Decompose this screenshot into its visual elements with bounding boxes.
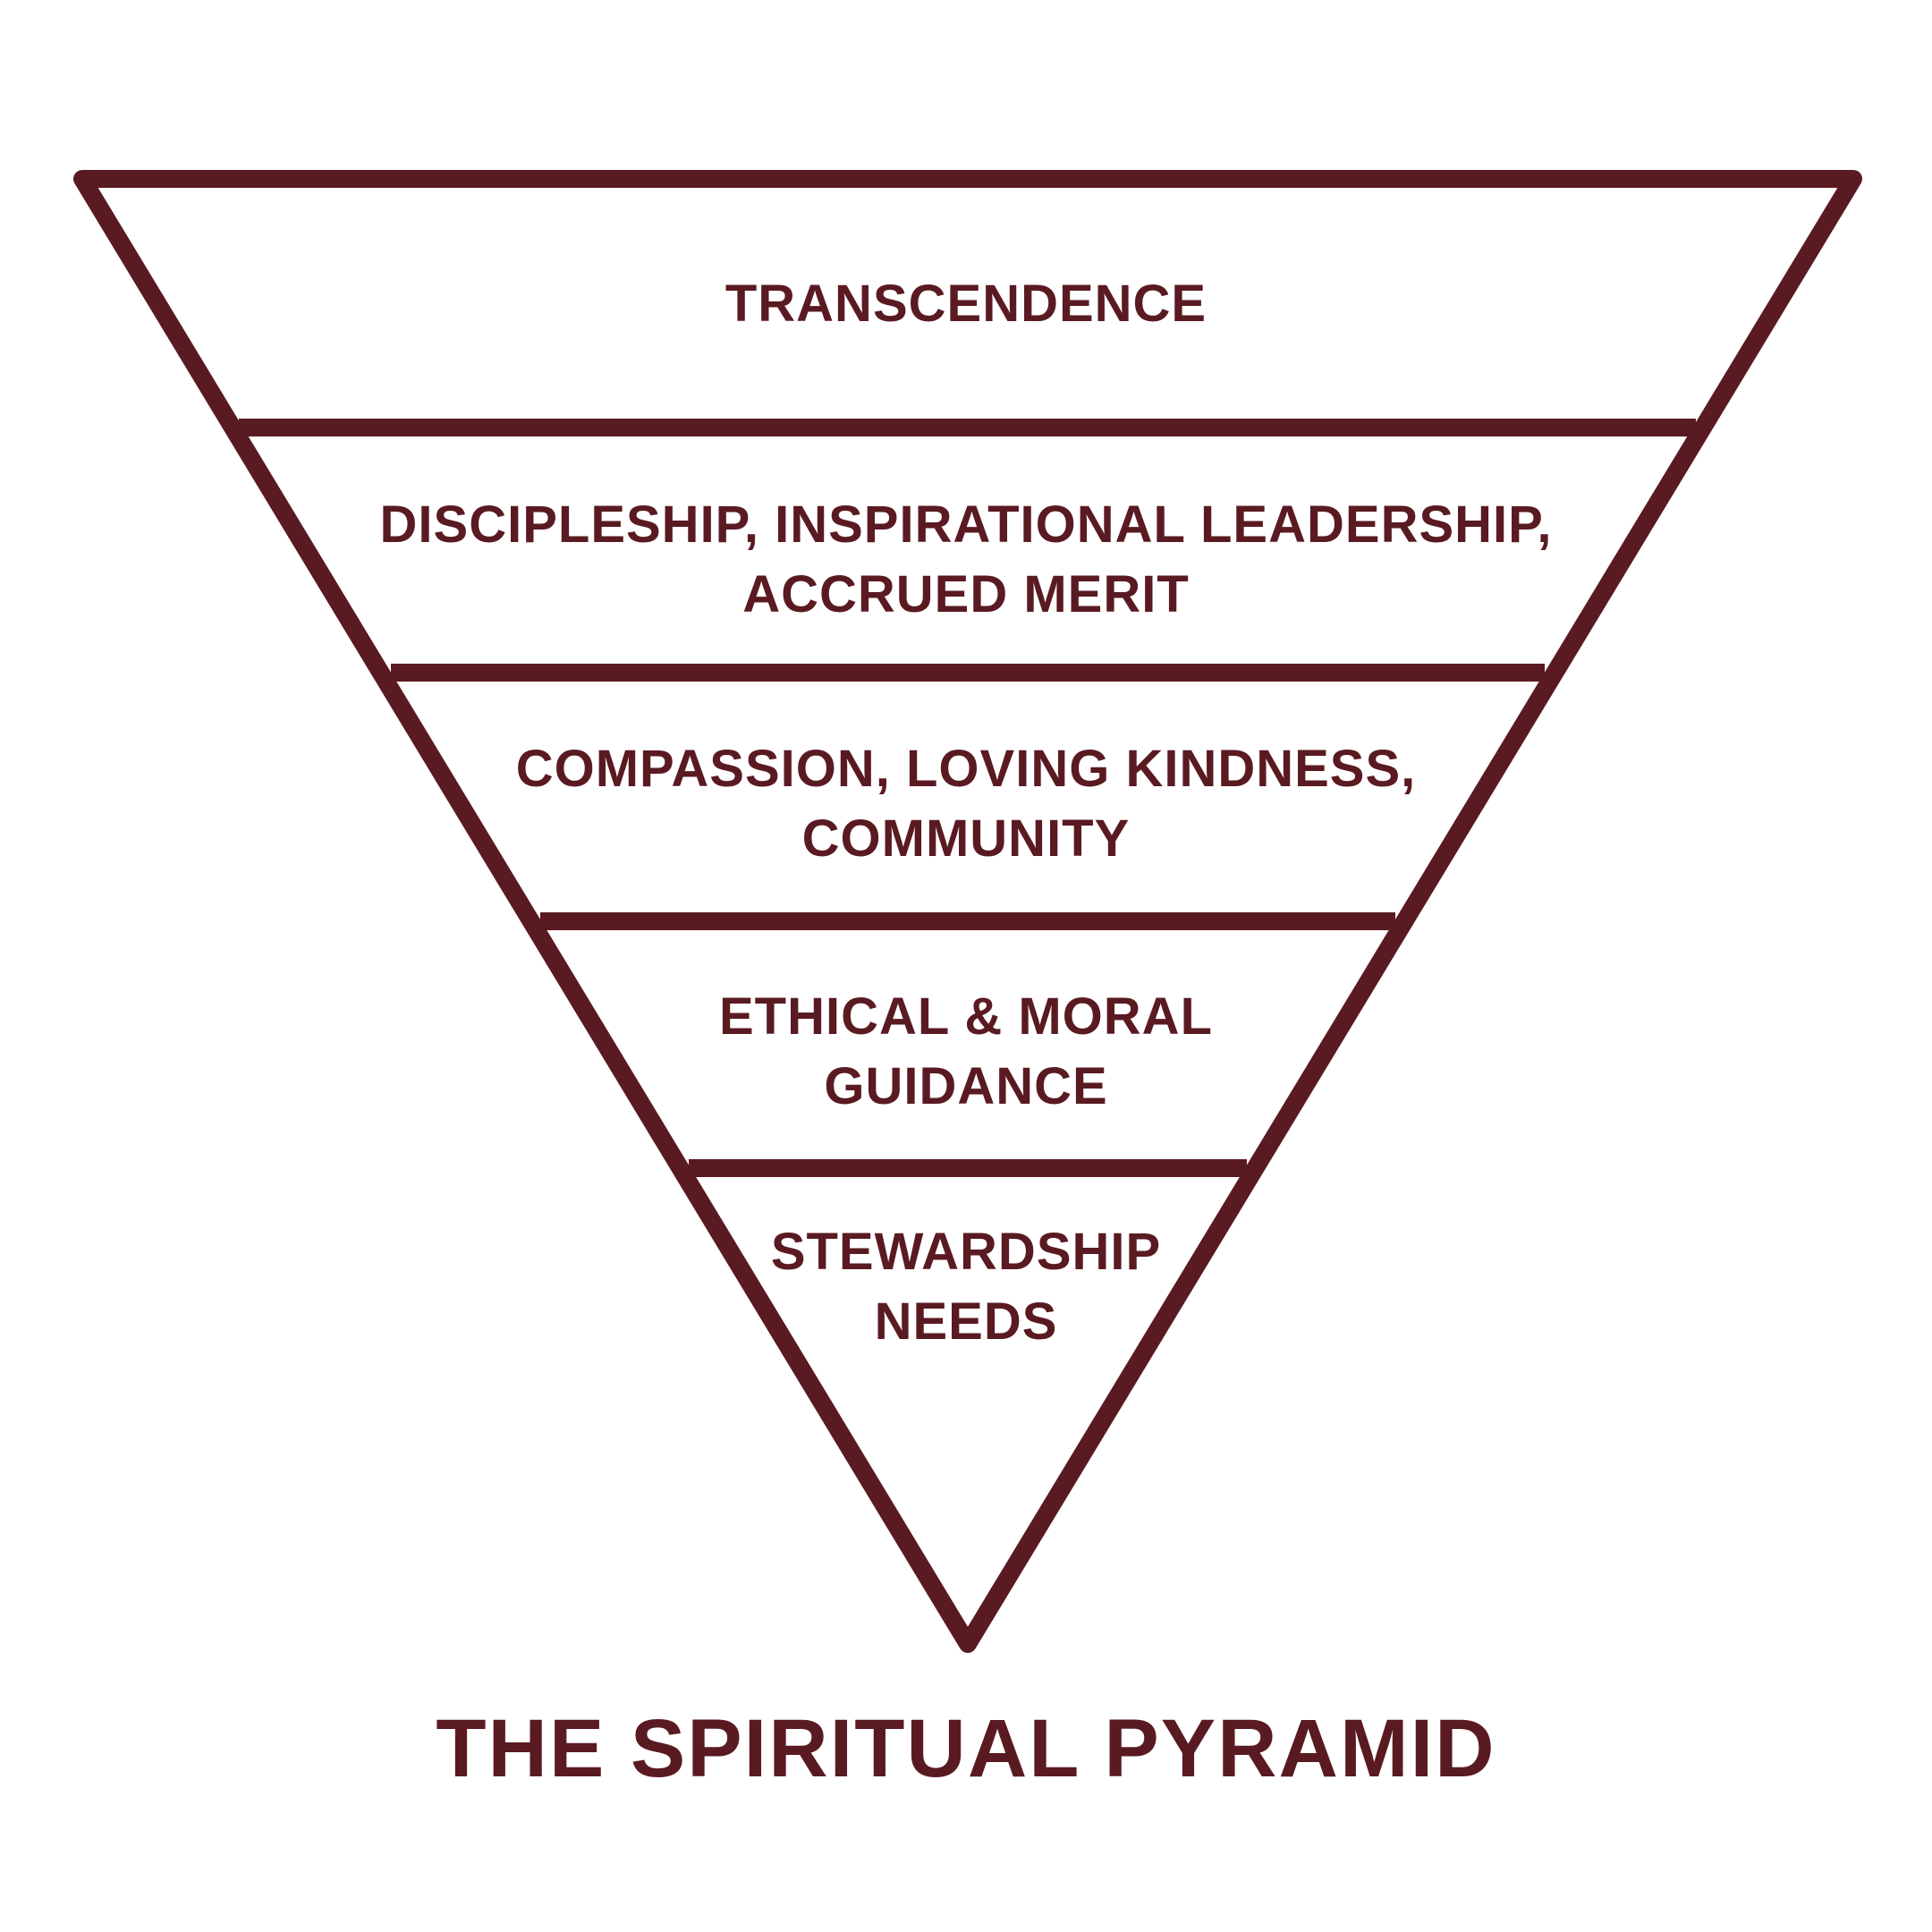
tier-stewardship: STEWARDSHIP NEEDS (0, 1217, 1932, 1357)
tier-ethical-moral: ETHICAL & MORAL GUIDANCE (0, 982, 1932, 1122)
tier-discipleship: DISCIPLESHIP, INSPIRATIONAL LEADERSHIP, … (0, 490, 1932, 630)
tier-compassion: COMPASSION, LOVING KINDNESS, COMMUNITY (0, 734, 1932, 874)
tier-2-line-1: DISCIPLESHIP, INSPIRATIONAL LEADERSHIP, (379, 496, 1553, 554)
tier-3-line-1: COMPASSION, LOVING KINDNESS, (515, 740, 1417, 798)
diagram-title: THE SPIRITUAL PYRAMID (436, 1703, 1496, 1794)
tier-4-line-1: ETHICAL & MORAL (718, 987, 1213, 1046)
pyramid-outline (73, 170, 1862, 1653)
tier-3-line-2: COMMUNITY (801, 809, 1131, 868)
tier-1-line-1: TRANSCENDENCE (724, 275, 1208, 333)
tier-transcendence: TRANSCENDENCE (0, 269, 1932, 339)
tier-4-line-2: GUIDANCE (824, 1057, 1108, 1115)
tier-5-line-2: NEEDS (874, 1292, 1058, 1351)
tier-2-line-2: ACCRUED MERIT (742, 565, 1190, 623)
tier-5-line-1: STEWARDSHIP (770, 1223, 1162, 1281)
